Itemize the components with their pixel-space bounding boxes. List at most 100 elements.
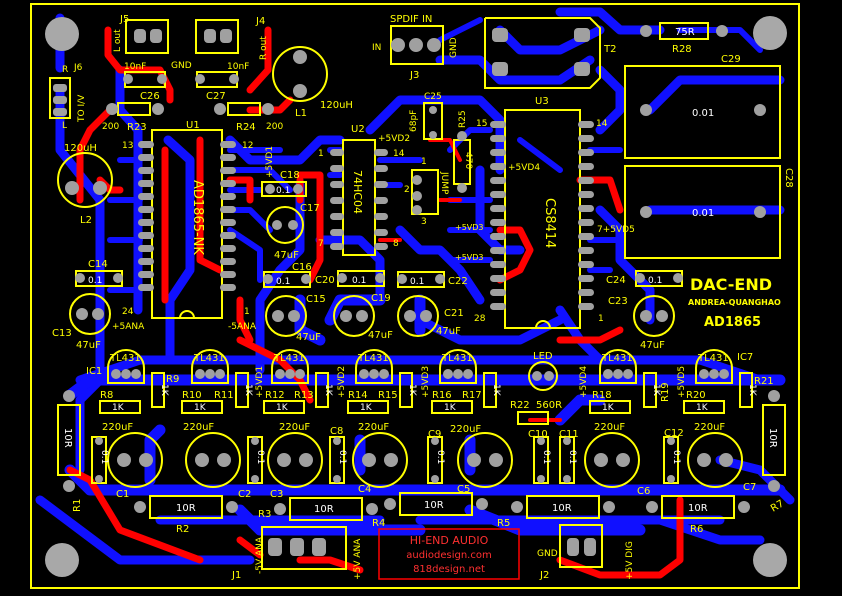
k1: 1K xyxy=(112,403,125,413)
r15-label: R15 xyxy=(378,390,398,401)
jump-pin1: 1 xyxy=(421,157,427,167)
c22-label: C22 xyxy=(448,276,468,287)
c10-val: 0.1 xyxy=(541,450,551,464)
c16-label: C16 xyxy=(292,262,312,273)
ic-notch-icon xyxy=(179,310,195,319)
p5vd1a-label: +5VD1 xyxy=(265,146,275,178)
r24-val: 200 xyxy=(266,122,283,132)
k3: 1K xyxy=(276,403,289,413)
c18-label: C18 xyxy=(280,170,300,181)
jump-label: JUMP xyxy=(439,171,449,195)
r4-label: R4 xyxy=(372,518,385,529)
r23-val: 200 xyxy=(102,122,119,132)
r25-label: R25 xyxy=(458,110,468,128)
c16-val: 0.1 xyxy=(276,277,290,287)
c25-val: 68pF xyxy=(409,110,419,132)
ic7-label: IC7 xyxy=(737,352,753,363)
r18-label: R18 xyxy=(592,390,612,401)
r22-label: R22 xyxy=(510,400,530,411)
kv7: 1K xyxy=(747,384,757,397)
k2: 1K xyxy=(194,403,207,413)
logo-site2: 818design.net xyxy=(413,564,485,575)
r23-label: R23 xyxy=(127,122,147,133)
r9-label: R9 xyxy=(166,374,179,385)
c28-val: 0.01 xyxy=(692,208,714,219)
j6-r-label: R xyxy=(62,65,68,75)
p5vd2a-label: +5VD2 xyxy=(378,134,410,144)
kv4: 1K xyxy=(407,384,417,397)
u3-label: U3 xyxy=(535,96,549,107)
p5vd3b-label: +5VD3 xyxy=(455,253,484,262)
title-chip: AD1865 xyxy=(704,315,761,330)
c26-val: 10nF xyxy=(124,62,146,72)
j3-label: J3 xyxy=(409,70,419,81)
logo-text: HI-END AUDIO audiodesign.com 818design.n… xyxy=(406,534,491,575)
u3-pin1: 1 xyxy=(598,314,604,324)
led-label: LED xyxy=(533,351,553,362)
u3-name: CS8414 xyxy=(542,198,557,248)
p5vd1b-label: +5VD1 xyxy=(255,366,265,398)
tl431-6: TL431 xyxy=(601,353,633,364)
gnd-j3-label: GND xyxy=(449,37,459,58)
p5vd5a-label: 7+5VD5 xyxy=(597,225,635,235)
ic-notch-icon xyxy=(535,320,551,329)
u2-pins xyxy=(330,149,388,250)
l-out-label: L out xyxy=(113,29,123,52)
cap220-4: 220uF xyxy=(358,422,389,433)
c23-val: 47uF xyxy=(640,340,665,351)
c27-val: 10nF xyxy=(227,62,249,72)
c24-val: 0.1 xyxy=(648,276,662,286)
u1-pin24: 24 xyxy=(122,307,134,317)
r24-label: R24 xyxy=(236,122,256,133)
c7-label: C7 xyxy=(743,482,756,493)
c12-val: 0.1 xyxy=(671,450,681,464)
r14-label: R14 xyxy=(348,390,368,401)
m5ana-label: -5ANA xyxy=(228,322,257,332)
cl2-val: 0.1 xyxy=(255,450,265,464)
r28-label: R28 xyxy=(672,44,692,55)
c28-label: C28 xyxy=(783,168,794,188)
c21-label: C21 xyxy=(444,308,464,319)
r10-label: R10 xyxy=(182,390,202,401)
kv2: 1K xyxy=(243,384,253,397)
u1-name: AD1865-NK xyxy=(190,180,205,255)
c18-val: 0.1 xyxy=(276,186,290,196)
r25-val: 470 xyxy=(463,152,473,169)
c14-label: C14 xyxy=(88,259,108,270)
c12-label: C12 xyxy=(664,428,684,439)
p5vd3c-label: +5VD3 xyxy=(421,366,431,398)
l2-label: L2 xyxy=(80,215,92,226)
ic1-label: IC1 xyxy=(86,366,102,377)
u3-pin14: 14 xyxy=(596,119,608,129)
j2-label: J2 xyxy=(539,570,549,581)
c22-val: 0.1 xyxy=(410,277,424,287)
kv5: 1K xyxy=(491,384,501,397)
m5v-ana-label: -5V ANA xyxy=(255,536,265,574)
c11-val: 0.1 xyxy=(567,450,577,464)
logo-brand: HI-END AUDIO xyxy=(410,534,489,547)
c19-label: C19 xyxy=(371,293,391,304)
k5: 1K xyxy=(444,403,457,413)
r7-val: 10R xyxy=(767,428,778,448)
p5vd4a-label: +5VD4 xyxy=(508,163,540,173)
c29-label: C29 xyxy=(721,54,741,65)
tl431-7: TL431 xyxy=(697,353,729,364)
c3-label: C3 xyxy=(270,489,283,500)
u1-label: U1 xyxy=(186,120,200,131)
c4-label: C4 xyxy=(358,484,371,495)
r11-label: R11 xyxy=(214,390,234,401)
c24-label: C24 xyxy=(606,275,626,286)
cl1-val: 0.1 xyxy=(99,450,109,464)
cap220-1: 220uF xyxy=(102,422,133,433)
c20-label: C20 xyxy=(315,275,335,286)
title-author: ANDREA-QUANGHAO xyxy=(688,298,781,307)
c23-label: C23 xyxy=(608,296,628,307)
gnd-top-label: GND xyxy=(171,61,192,71)
smd-pad-icon xyxy=(53,25,780,556)
title-name: DAC-END xyxy=(690,275,772,294)
c14-val: 0.1 xyxy=(88,276,102,286)
c19-val: 47uF xyxy=(368,330,393,341)
p5vd5b-label: +5VD5 xyxy=(677,366,687,398)
cap220-7: 220uF xyxy=(694,422,725,433)
in-label: IN xyxy=(372,43,381,53)
